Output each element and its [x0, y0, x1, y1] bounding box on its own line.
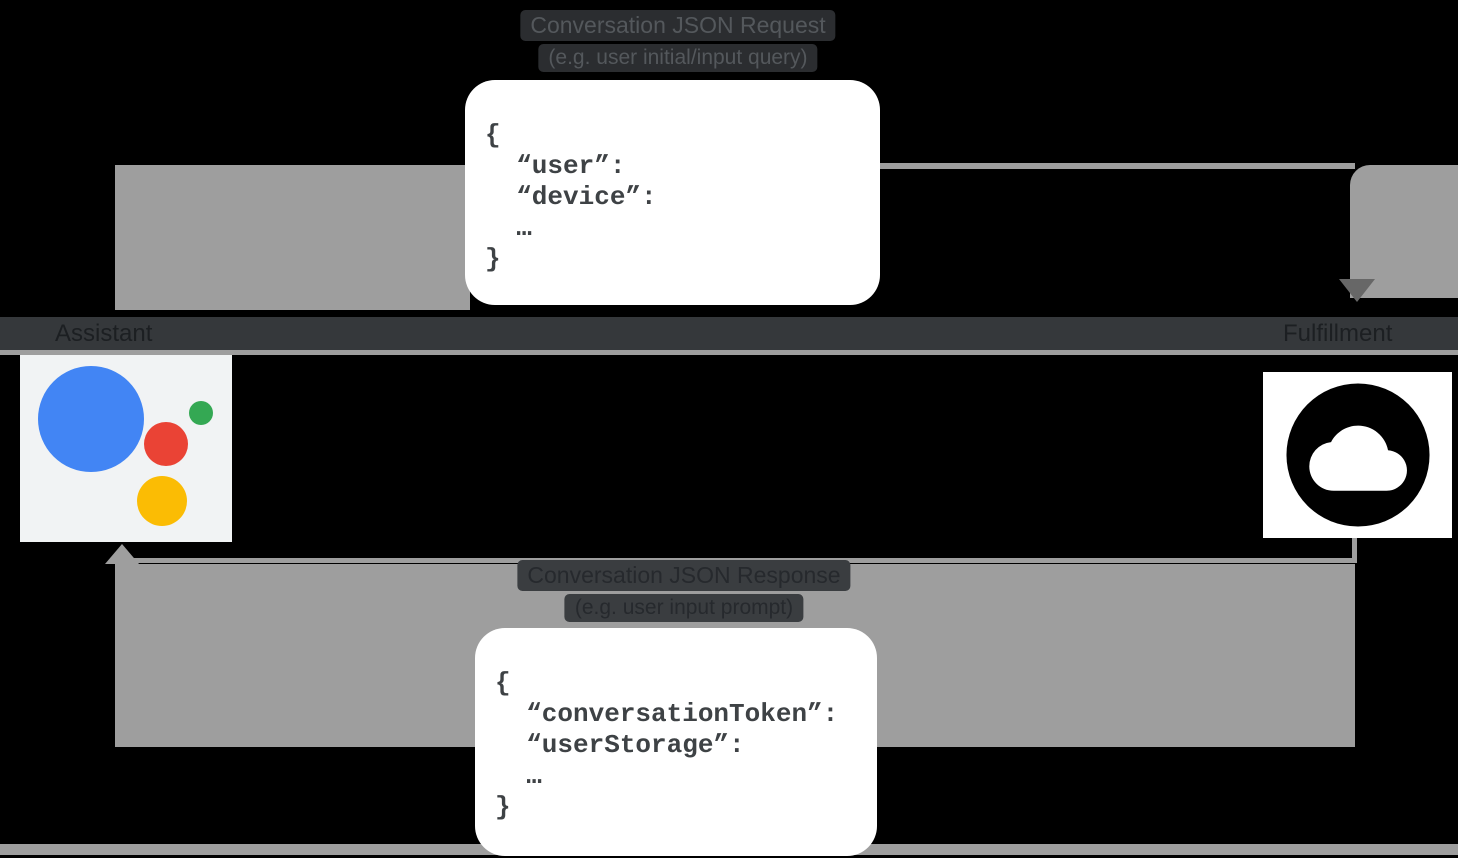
assistant-label: Assistant — [55, 320, 153, 347]
assistant-yellow-circle — [137, 476, 187, 526]
assistant-blue-circle — [38, 366, 144, 472]
request-title-line1: Conversation JSON Request — [520, 10, 836, 41]
request-arrowhead-icon — [1339, 279, 1375, 302]
response-title: Conversation JSON Response (e.g. user in… — [517, 560, 851, 622]
request-arrow-band-left — [115, 165, 470, 310]
band-divider-line — [0, 350, 1458, 355]
response-title-line1: Conversation JSON Response — [517, 560, 851, 591]
google-cloud-icon — [1285, 383, 1430, 527]
assistant-tile — [20, 355, 232, 542]
response-arrowhead-icon — [105, 544, 139, 564]
response-arrow-vertical — [1352, 538, 1357, 563]
assistant-red-circle — [144, 422, 188, 466]
fulfillment-label: Fulfillment — [1283, 320, 1393, 347]
request-title-line2: (e.g. user initial/input query) — [538, 44, 818, 72]
response-json-card: { “conversationToken”: “userStorage”: … … — [475, 628, 877, 856]
request-title: Conversation JSON Request (e.g. user ini… — [520, 10, 836, 72]
response-title-line2: (e.g. user input prompt) — [564, 594, 804, 622]
request-json-snippet: { “user”: “device”: … } — [485, 120, 657, 274]
request-json-card: { “user”: “device”: … } — [465, 80, 880, 305]
response-json-snippet: { “conversationToken”: “userStorage”: … … — [495, 668, 839, 822]
google-assistant-logo-icon — [20, 355, 232, 542]
request-arrow-shaft — [470, 163, 1355, 169]
request-arrow-elbow — [1350, 165, 1458, 298]
actor-label-band: Assistant Fulfillment — [0, 317, 1458, 350]
assistant-green-circle — [189, 401, 213, 425]
fulfillment-tile — [1263, 372, 1452, 538]
